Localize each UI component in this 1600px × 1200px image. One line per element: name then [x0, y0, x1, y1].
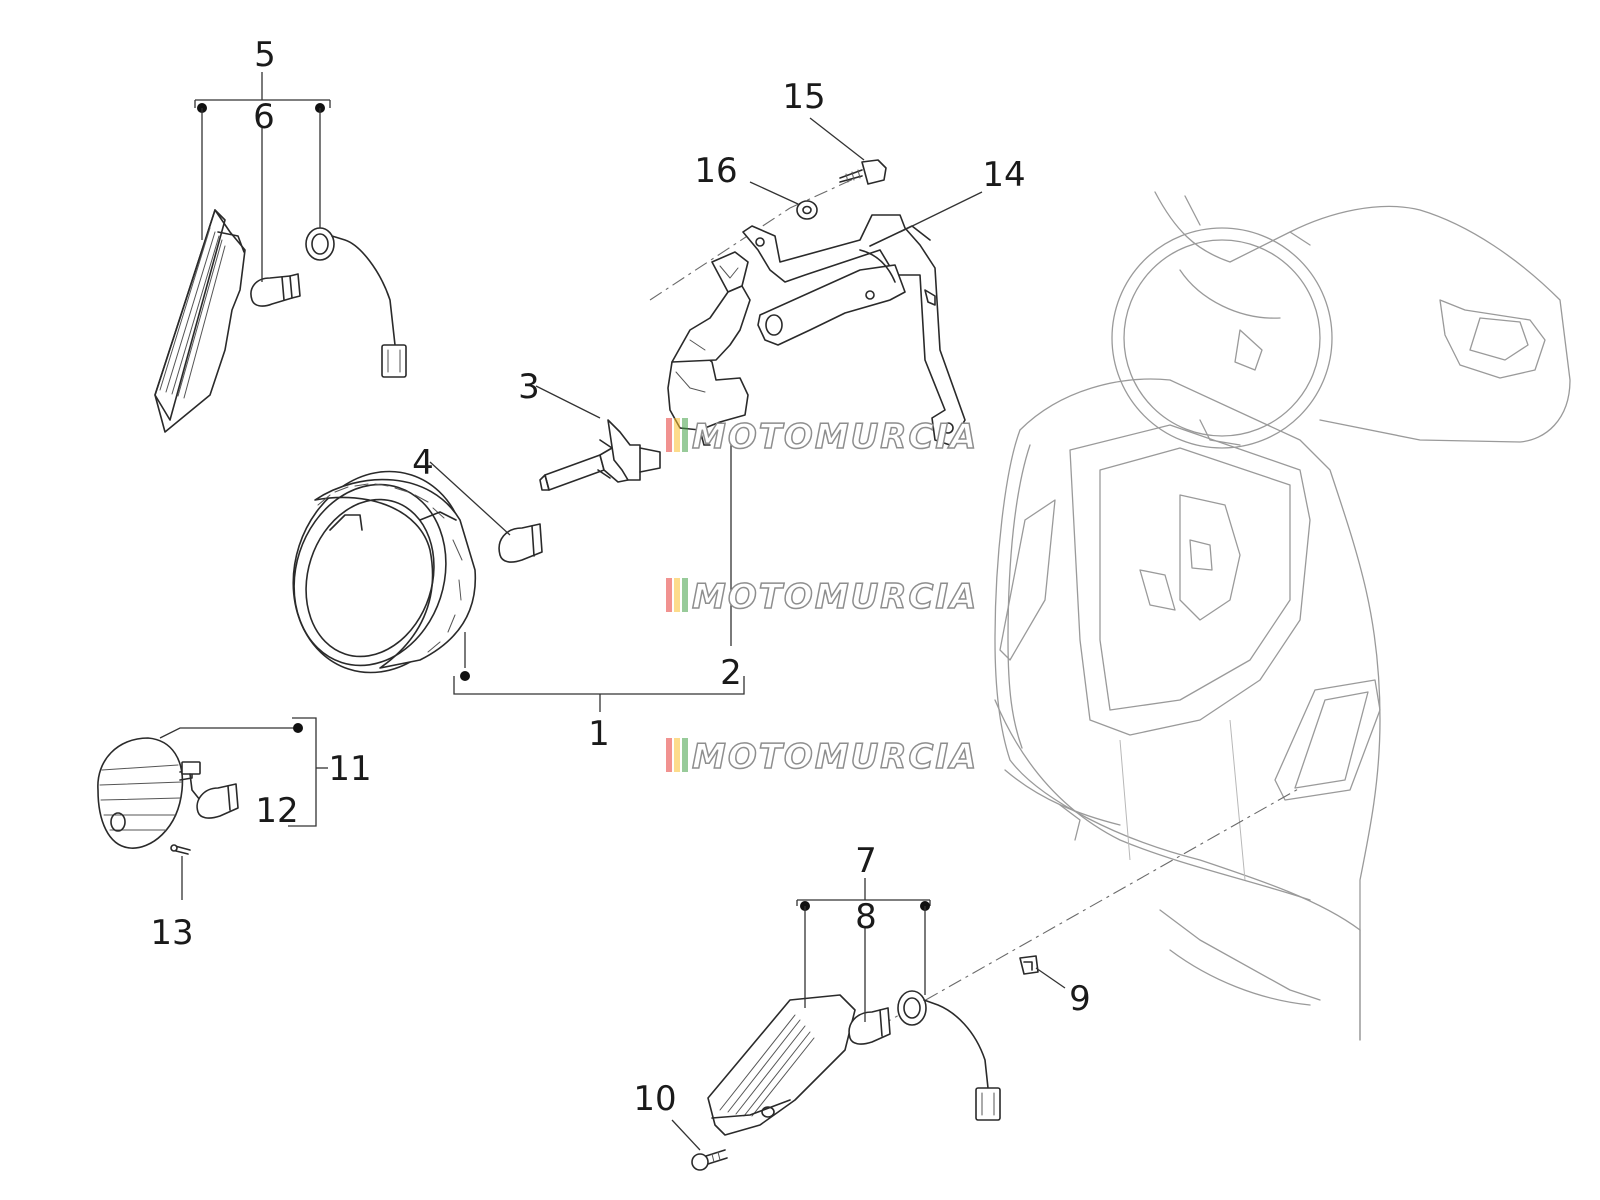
- part-bulb-socket-left: [305, 227, 407, 378]
- callout-13: 13: [150, 913, 193, 953]
- watermark-stripe-yellow: [674, 738, 680, 772]
- watermark-stripe-red: [666, 578, 672, 612]
- callout-2: 2: [720, 653, 742, 693]
- watermark-stripe-red: [666, 738, 672, 772]
- callout-3: 3: [518, 367, 540, 407]
- callout-5: 5: [254, 35, 276, 75]
- watermark-stripe-yellow: [674, 578, 680, 612]
- part-washer-16: [796, 200, 818, 220]
- watermark-stripe-red: [666, 418, 672, 452]
- watermark-1: MOTOMURCIA: [666, 416, 978, 458]
- callout-9: 9: [1069, 979, 1091, 1019]
- callout-6: 6: [253, 97, 275, 137]
- part-bulb-socket-right: [897, 990, 1001, 1121]
- callout-15: 15: [782, 77, 825, 117]
- part-halogen-bulb-3: [539, 419, 661, 491]
- leader-group-7-10: [671, 878, 1066, 1151]
- callout-labels: 1 2 3 4 5 6 7 8 9 10 11 12 13 14 15 16: [150, 35, 1090, 1119]
- callout-7: 7: [855, 841, 877, 881]
- part-clip-nut-9: [1019, 955, 1039, 975]
- part-screw-10: [691, 1149, 728, 1171]
- part-screw-15: [839, 159, 887, 185]
- watermark-stripe-yellow: [674, 418, 680, 452]
- scooter-front-body: [994, 191, 1571, 1041]
- part-bulb-holder-2: [667, 251, 751, 446]
- part-headlight-assembly-1: [292, 470, 477, 674]
- watermark-text: MOTOMURCIA: [692, 577, 978, 617]
- watermark-text: MOTOMURCIA: [692, 417, 978, 457]
- callout-11: 11: [328, 749, 371, 789]
- callout-14: 14: [982, 155, 1025, 195]
- watermark-2: MOTOMURCIA: [666, 576, 978, 618]
- part-bulb-4: [498, 523, 543, 563]
- part-left-indicator-assembly: [154, 209, 407, 433]
- part-screw-13: [170, 844, 191, 855]
- callout-4: 4: [412, 443, 434, 483]
- leader-group-14-16: [749, 117, 983, 233]
- watermark-stripe-green: [682, 418, 688, 452]
- watermark-stripe-green: [682, 738, 688, 772]
- part-bulb-8: [848, 1007, 891, 1045]
- callout-12: 12: [255, 791, 298, 831]
- leader-group-1-4: [429, 385, 745, 712]
- watermark-stripe-green: [682, 578, 688, 612]
- callout-8: 8: [855, 897, 877, 937]
- leader-group-5-6: [194, 72, 331, 282]
- part-mounting-bracket-14: [742, 214, 966, 446]
- watermark-3: MOTOMURCIA: [666, 736, 978, 778]
- watermark-text: MOTOMURCIA: [692, 737, 978, 777]
- part-bulb-6: [250, 273, 301, 307]
- callout-10: 10: [633, 1079, 676, 1119]
- part-right-indicator-assembly: [691, 955, 1039, 1171]
- callout-1: 1: [588, 714, 610, 754]
- part-bulb-12: [196, 783, 239, 819]
- callout-16: 16: [694, 151, 737, 191]
- part-tail-light-assembly: [97, 737, 239, 855]
- leader-group-11-13: [159, 717, 328, 900]
